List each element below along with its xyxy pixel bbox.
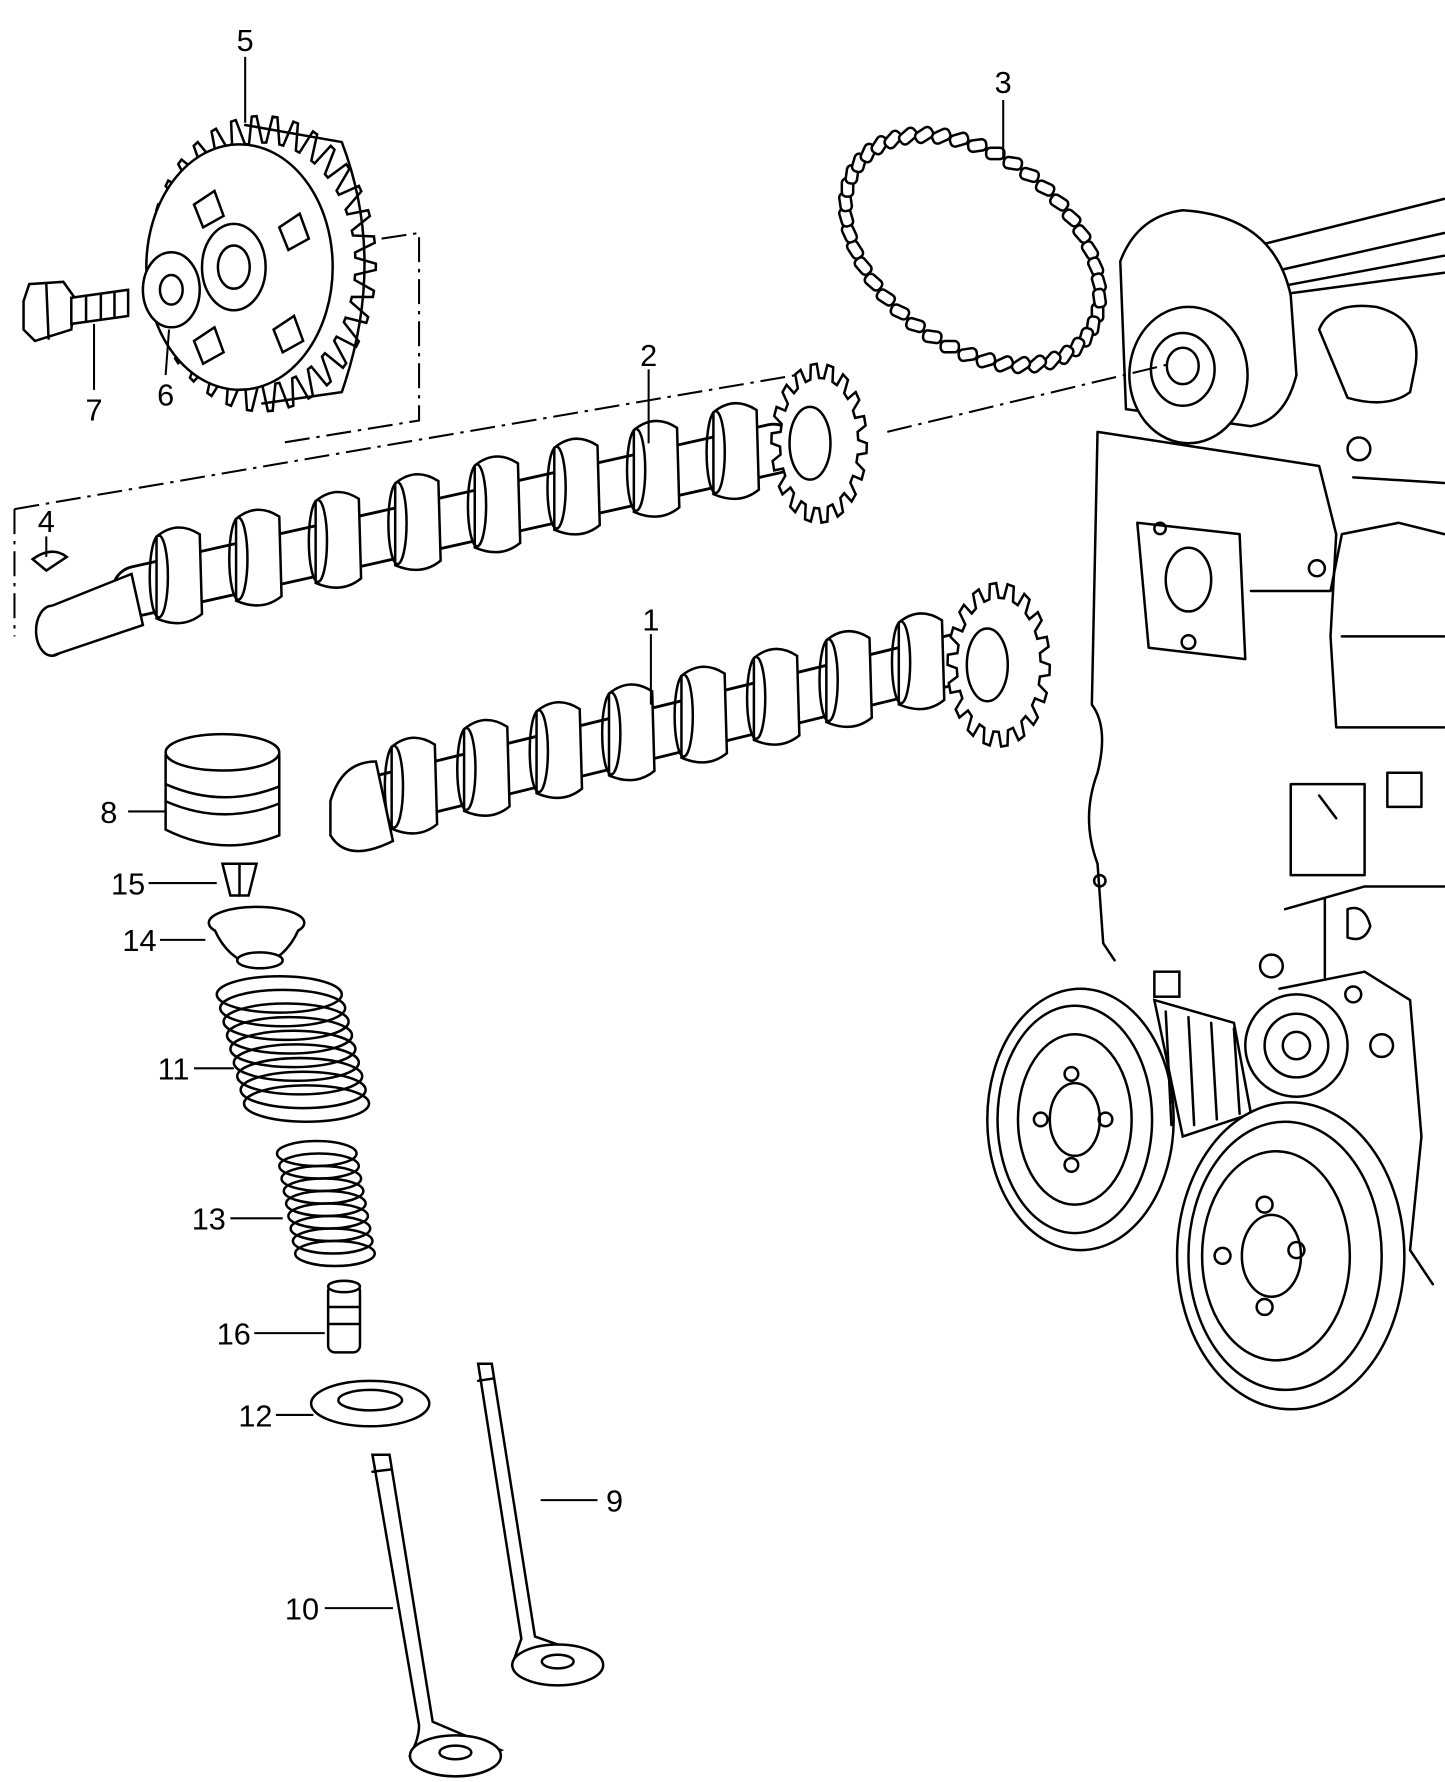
chain-link <box>921 329 943 345</box>
chain-link <box>1034 179 1056 197</box>
spring-coil-outer <box>242 1084 371 1123</box>
callout-15: 15 <box>111 866 145 901</box>
callout-4: 4 <box>38 504 55 539</box>
shaft-end <box>329 760 395 853</box>
leader-line <box>164 329 171 376</box>
callout-6: 6 <box>157 378 174 413</box>
callout-2: 2 <box>640 338 657 373</box>
valve-springs <box>215 974 376 1268</box>
cam-lobe <box>607 683 656 782</box>
chain-link <box>875 288 897 307</box>
spring-coil-outer <box>229 1029 357 1069</box>
crankshaft-pulleys <box>986 970 1406 1411</box>
callout-3: 3 <box>995 65 1012 100</box>
camshaft-2 <box>34 362 869 657</box>
chain-link <box>957 346 979 363</box>
cam-lobe <box>155 526 204 625</box>
web-cutout <box>272 314 305 355</box>
cam-lobe <box>825 629 874 729</box>
camshaft-sprocket <box>145 114 378 413</box>
cam-lobe <box>752 647 801 746</box>
spring-coil-outer <box>222 1002 350 1042</box>
callout-16: 16 <box>217 1316 251 1351</box>
chain-link <box>883 129 903 150</box>
spring-coil-outer <box>239 1070 367 1110</box>
chain-link <box>1010 355 1032 375</box>
spring-seat <box>309 1379 431 1428</box>
cam-lobe <box>535 701 584 800</box>
callout-13: 13 <box>192 1202 226 1237</box>
valve-10 <box>370 1453 505 1778</box>
spring-coil-inner <box>291 1227 374 1255</box>
engine-block <box>1087 197 1445 1286</box>
chain-link <box>948 131 970 148</box>
callout-8: 8 <box>100 795 117 830</box>
chain-link <box>897 126 918 146</box>
web-cutout <box>192 325 226 366</box>
cam-lobe <box>234 508 283 607</box>
chain-link <box>1091 287 1108 309</box>
cam-lobe <box>712 401 761 501</box>
chain-link <box>966 137 988 154</box>
cam-lobe <box>393 473 442 572</box>
cam-lobe <box>553 437 602 536</box>
valve-stem-seal <box>326 1279 362 1354</box>
washer <box>141 251 201 329</box>
chain-link <box>863 272 884 292</box>
cam-lobe <box>897 612 946 711</box>
chain-link <box>975 352 997 369</box>
spring-coil-inner <box>293 1239 376 1268</box>
chain-link <box>889 303 911 321</box>
chain-link <box>1027 354 1048 374</box>
callout-9: 9 <box>606 1484 623 1519</box>
timing-chain <box>837 125 1108 375</box>
callout-10: 10 <box>285 1591 319 1626</box>
spring-coil-outer <box>235 1056 364 1096</box>
bucket-tappet <box>164 732 281 847</box>
callout-1: 1 <box>642 603 659 638</box>
web-cutout <box>192 189 226 230</box>
chain-link <box>1042 350 1062 371</box>
chain-link <box>1048 193 1070 212</box>
web-cutout <box>277 211 311 252</box>
chain-link <box>1002 155 1024 171</box>
spring-coil-outer <box>218 988 347 1028</box>
camshaft-1 <box>329 581 1052 853</box>
woodruff-key <box>30 550 69 573</box>
valve-keepers <box>220 862 259 897</box>
valve-9 <box>476 1362 605 1687</box>
cam-lobe <box>314 490 363 589</box>
callout-5: 5 <box>237 23 254 58</box>
callout-7: 7 <box>85 392 102 427</box>
spring-coil-outer <box>232 1043 361 1083</box>
cam-lobe <box>680 665 729 764</box>
spring-retainer <box>207 905 306 970</box>
bolt <box>22 280 130 343</box>
spring-coil-outer <box>225 1015 354 1055</box>
callout-12: 12 <box>238 1398 272 1433</box>
chain-link <box>1061 208 1082 228</box>
chain-link <box>1019 166 1041 184</box>
cam-lobe <box>462 718 511 817</box>
chain-link <box>930 127 952 145</box>
callout-11: 11 <box>158 1052 190 1087</box>
chain-link <box>913 125 935 145</box>
dash-lines <box>13 231 1172 637</box>
cam-lobe <box>390 736 439 835</box>
callout-14: 14 <box>122 923 156 958</box>
spring-coil-outer <box>215 974 344 1014</box>
chain-link <box>905 316 926 334</box>
chain-link <box>984 146 1006 161</box>
chain-link <box>939 339 961 354</box>
chain-link <box>993 355 1015 373</box>
cam-lobe <box>473 455 522 554</box>
